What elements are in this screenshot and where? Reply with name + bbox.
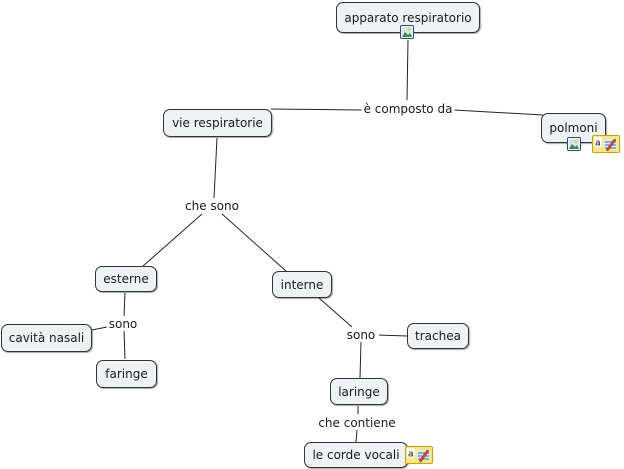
concept-trachea[interactable]: trachea — [407, 323, 469, 349]
linking-phrase-sono-esterne[interactable]: sono — [106, 317, 140, 331]
concept-esterne[interactable]: esterne — [95, 266, 157, 292]
linking-phrase-e-composto-da[interactable]: è composto da — [361, 102, 455, 116]
svg-text:a: a — [595, 139, 601, 149]
link-interne-sono — [318, 297, 353, 328]
link-composto-vie — [270, 108, 363, 111]
link-composto-polmoni — [453, 109, 544, 116]
concept-label: polmoni — [549, 121, 598, 135]
concept-label: faringe — [105, 367, 148, 381]
concept-apparato-respiratorio[interactable]: apparato respiratorio — [336, 2, 480, 33]
concept-le-corde-vocali[interactable]: le corde vocali — [304, 442, 408, 468]
linking-phrase-che-sono[interactable]: che sono — [183, 199, 241, 213]
linking-phrase-che-contiene[interactable]: che contiene — [316, 416, 398, 430]
concept-label: trachea — [415, 329, 461, 343]
link-chesono-esterne — [142, 213, 203, 267]
link-esterne-sono — [123, 292, 126, 317]
svg-text:a: a — [408, 450, 414, 460]
linking-phrase-sono-interne[interactable]: sono — [344, 328, 378, 342]
concept-label: interne — [280, 277, 324, 292]
text-note-icon[interactable]: a — [592, 135, 620, 153]
concept-interne[interactable]: interne — [272, 271, 332, 298]
concept-label: cavità nasali — [8, 331, 85, 345]
text-note-icon[interactable]: a — [405, 446, 433, 464]
link-chesono-interne — [221, 213, 287, 272]
link-vie-chesono — [213, 137, 218, 199]
concept-label: esterne — [103, 272, 149, 286]
link-sono-laringe — [359, 341, 362, 379]
image-icon[interactable] — [567, 137, 581, 151]
concept-label: laringe — [338, 384, 380, 399]
link-sono-trachea — [378, 334, 408, 337]
concept-label: le corde vocali — [312, 448, 400, 462]
concept-label: vie respiratorie — [172, 116, 263, 130]
link-sono-faringe — [123, 330, 126, 360]
image-icon[interactable] — [400, 25, 414, 39]
concept-cavita-nasali[interactable]: cavità nasali — [1, 324, 92, 352]
link-apparato-composto — [406, 39, 409, 101]
concept-vie-respiratorie[interactable]: vie respiratorie — [163, 109, 272, 137]
concept-faringe[interactable]: faringe — [96, 360, 157, 388]
link-checontiene-corde — [355, 429, 358, 443]
concept-label: apparato respiratorio — [344, 10, 472, 25]
concept-laringe[interactable]: laringe — [330, 378, 388, 405]
link-sono-cavita — [91, 326, 108, 331]
